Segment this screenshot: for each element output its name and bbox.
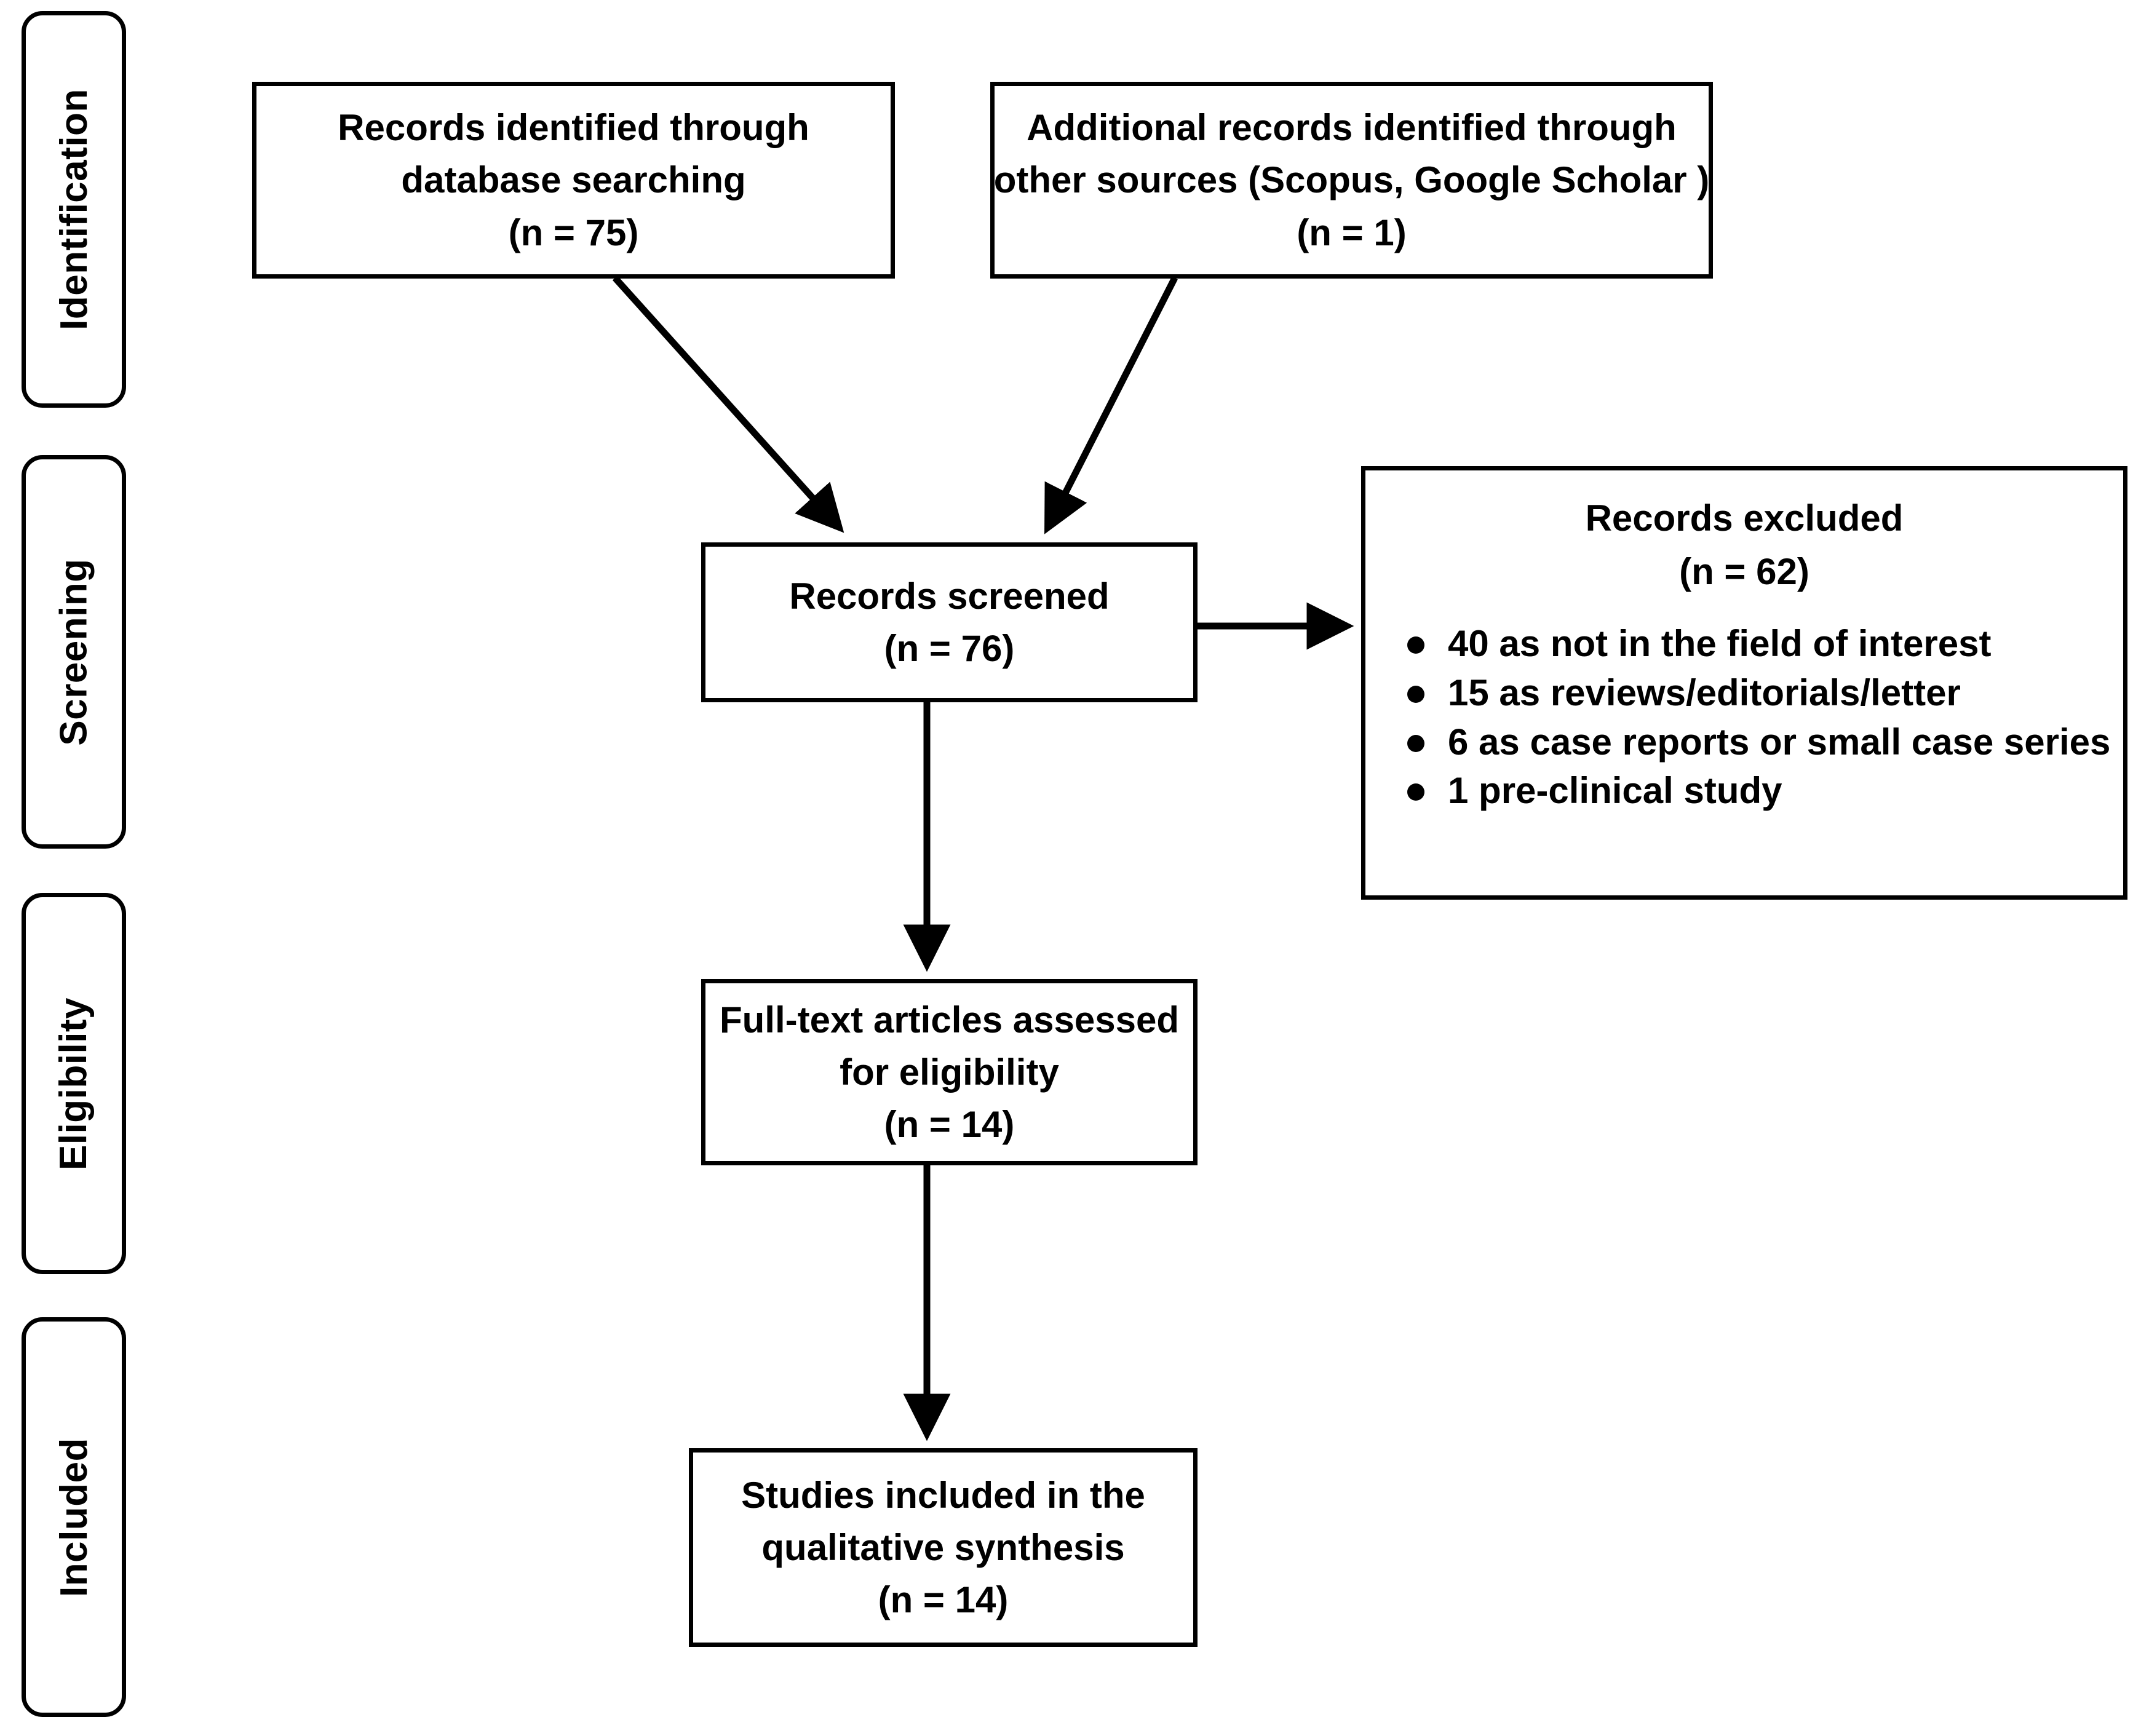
box-line: for eligibility [840,1051,1059,1093]
stage-label-eligibility-text: Eligibility [52,997,95,1170]
box-line: Records excluded [1585,497,1904,539]
box-count: (n = 14) [884,1104,1015,1146]
stage-label-included-text: Included [52,1437,95,1597]
list-item: 15 as reviews/editorials/letter [1405,668,2105,718]
list-item: 40 as not in the field of interest [1405,619,2105,668]
box-records-identified-database: Records identified through database sear… [252,82,895,279]
stage-label-screening-text: Screening [52,558,95,746]
box-fulltext-articles-assessed: Full-text articles assessed for eligibil… [701,979,1198,1165]
box-count: (n = 75) [508,212,639,253]
box-count: (n = 62) [1679,551,1809,592]
box-count: (n = 76) [884,628,1015,669]
box-line: Records identified through [338,107,809,149]
box-line: qualitative synthesis [761,1526,1125,1568]
box-line: Additional records identified through [1027,107,1677,149]
arrow-other-to-screened [1044,276,1178,534]
box-line: Full-text articles assessed [719,999,1180,1040]
box-count: (n = 14) [878,1579,1009,1621]
stage-label-screening: Screening [22,455,126,849]
arrow-database-to-screened [612,275,844,533]
box-line: other sources (Scopus, Google Scholar ) [993,159,1710,201]
box-records-screened: Records screened (n = 76) [701,542,1198,702]
stage-label-identification-text: Identification [52,89,95,330]
box-studies-included: Studies included in the qualitative synt… [689,1448,1198,1647]
stage-label-identification: Identification [22,11,126,408]
box-additional-records-other-sources: Additional records identified through ot… [990,82,1713,279]
stage-label-included: Included [22,1317,126,1717]
box-line: database searching [401,159,746,201]
list-item: 1 pre-clinical study [1405,766,2105,815]
list-item: 6 as case reports or small case series [1405,718,2110,767]
box-records-excluded: Records excluded (n = 62) 40 as not in t… [1361,466,2127,900]
exclusion-reason-list: 40 as not in the field of interest 15 as… [1384,619,2110,815]
box-line: Records screened [789,575,1110,617]
stage-label-eligibility: Eligibility [22,893,126,1274]
box-line: Studies included in the [741,1474,1145,1516]
box-count: (n = 1) [1297,212,1407,253]
